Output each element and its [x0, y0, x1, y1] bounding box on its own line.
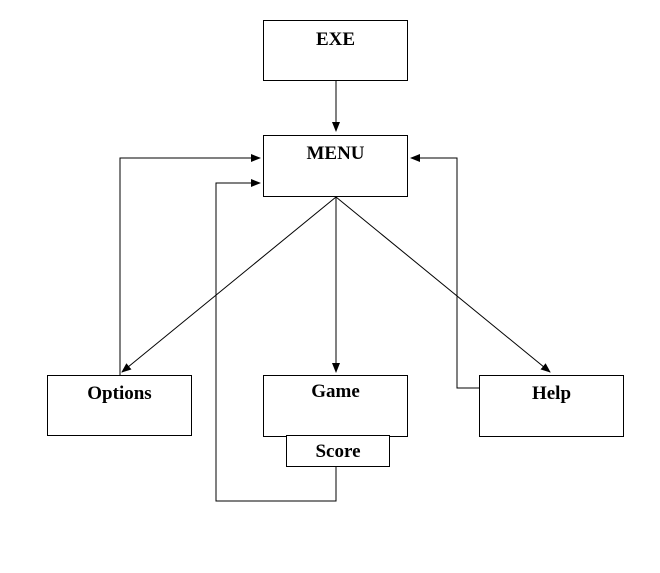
- node-menu: MENU: [263, 135, 408, 197]
- edge-options-to-menu: [119, 154, 261, 375]
- node-menu-label: MENU: [306, 143, 365, 164]
- node-options-label: Options: [87, 383, 152, 404]
- node-exe-label: EXE: [315, 29, 356, 50]
- node-score: Score: [286, 435, 390, 467]
- node-game-label: Game: [311, 381, 360, 402]
- node-options: Options: [47, 375, 192, 436]
- node-score-label: Score: [315, 441, 361, 462]
- edge-help-to-menu: [410, 154, 480, 389]
- node-exe: EXE: [263, 20, 408, 81]
- node-help-label: Help: [531, 383, 572, 404]
- edge-menu-to-options: [121, 196, 337, 373]
- edge-score-to-menu: [215, 179, 337, 502]
- node-game: Game: [263, 375, 408, 437]
- edge-menu-to-help: [335, 196, 551, 373]
- node-help: Help: [479, 375, 624, 437]
